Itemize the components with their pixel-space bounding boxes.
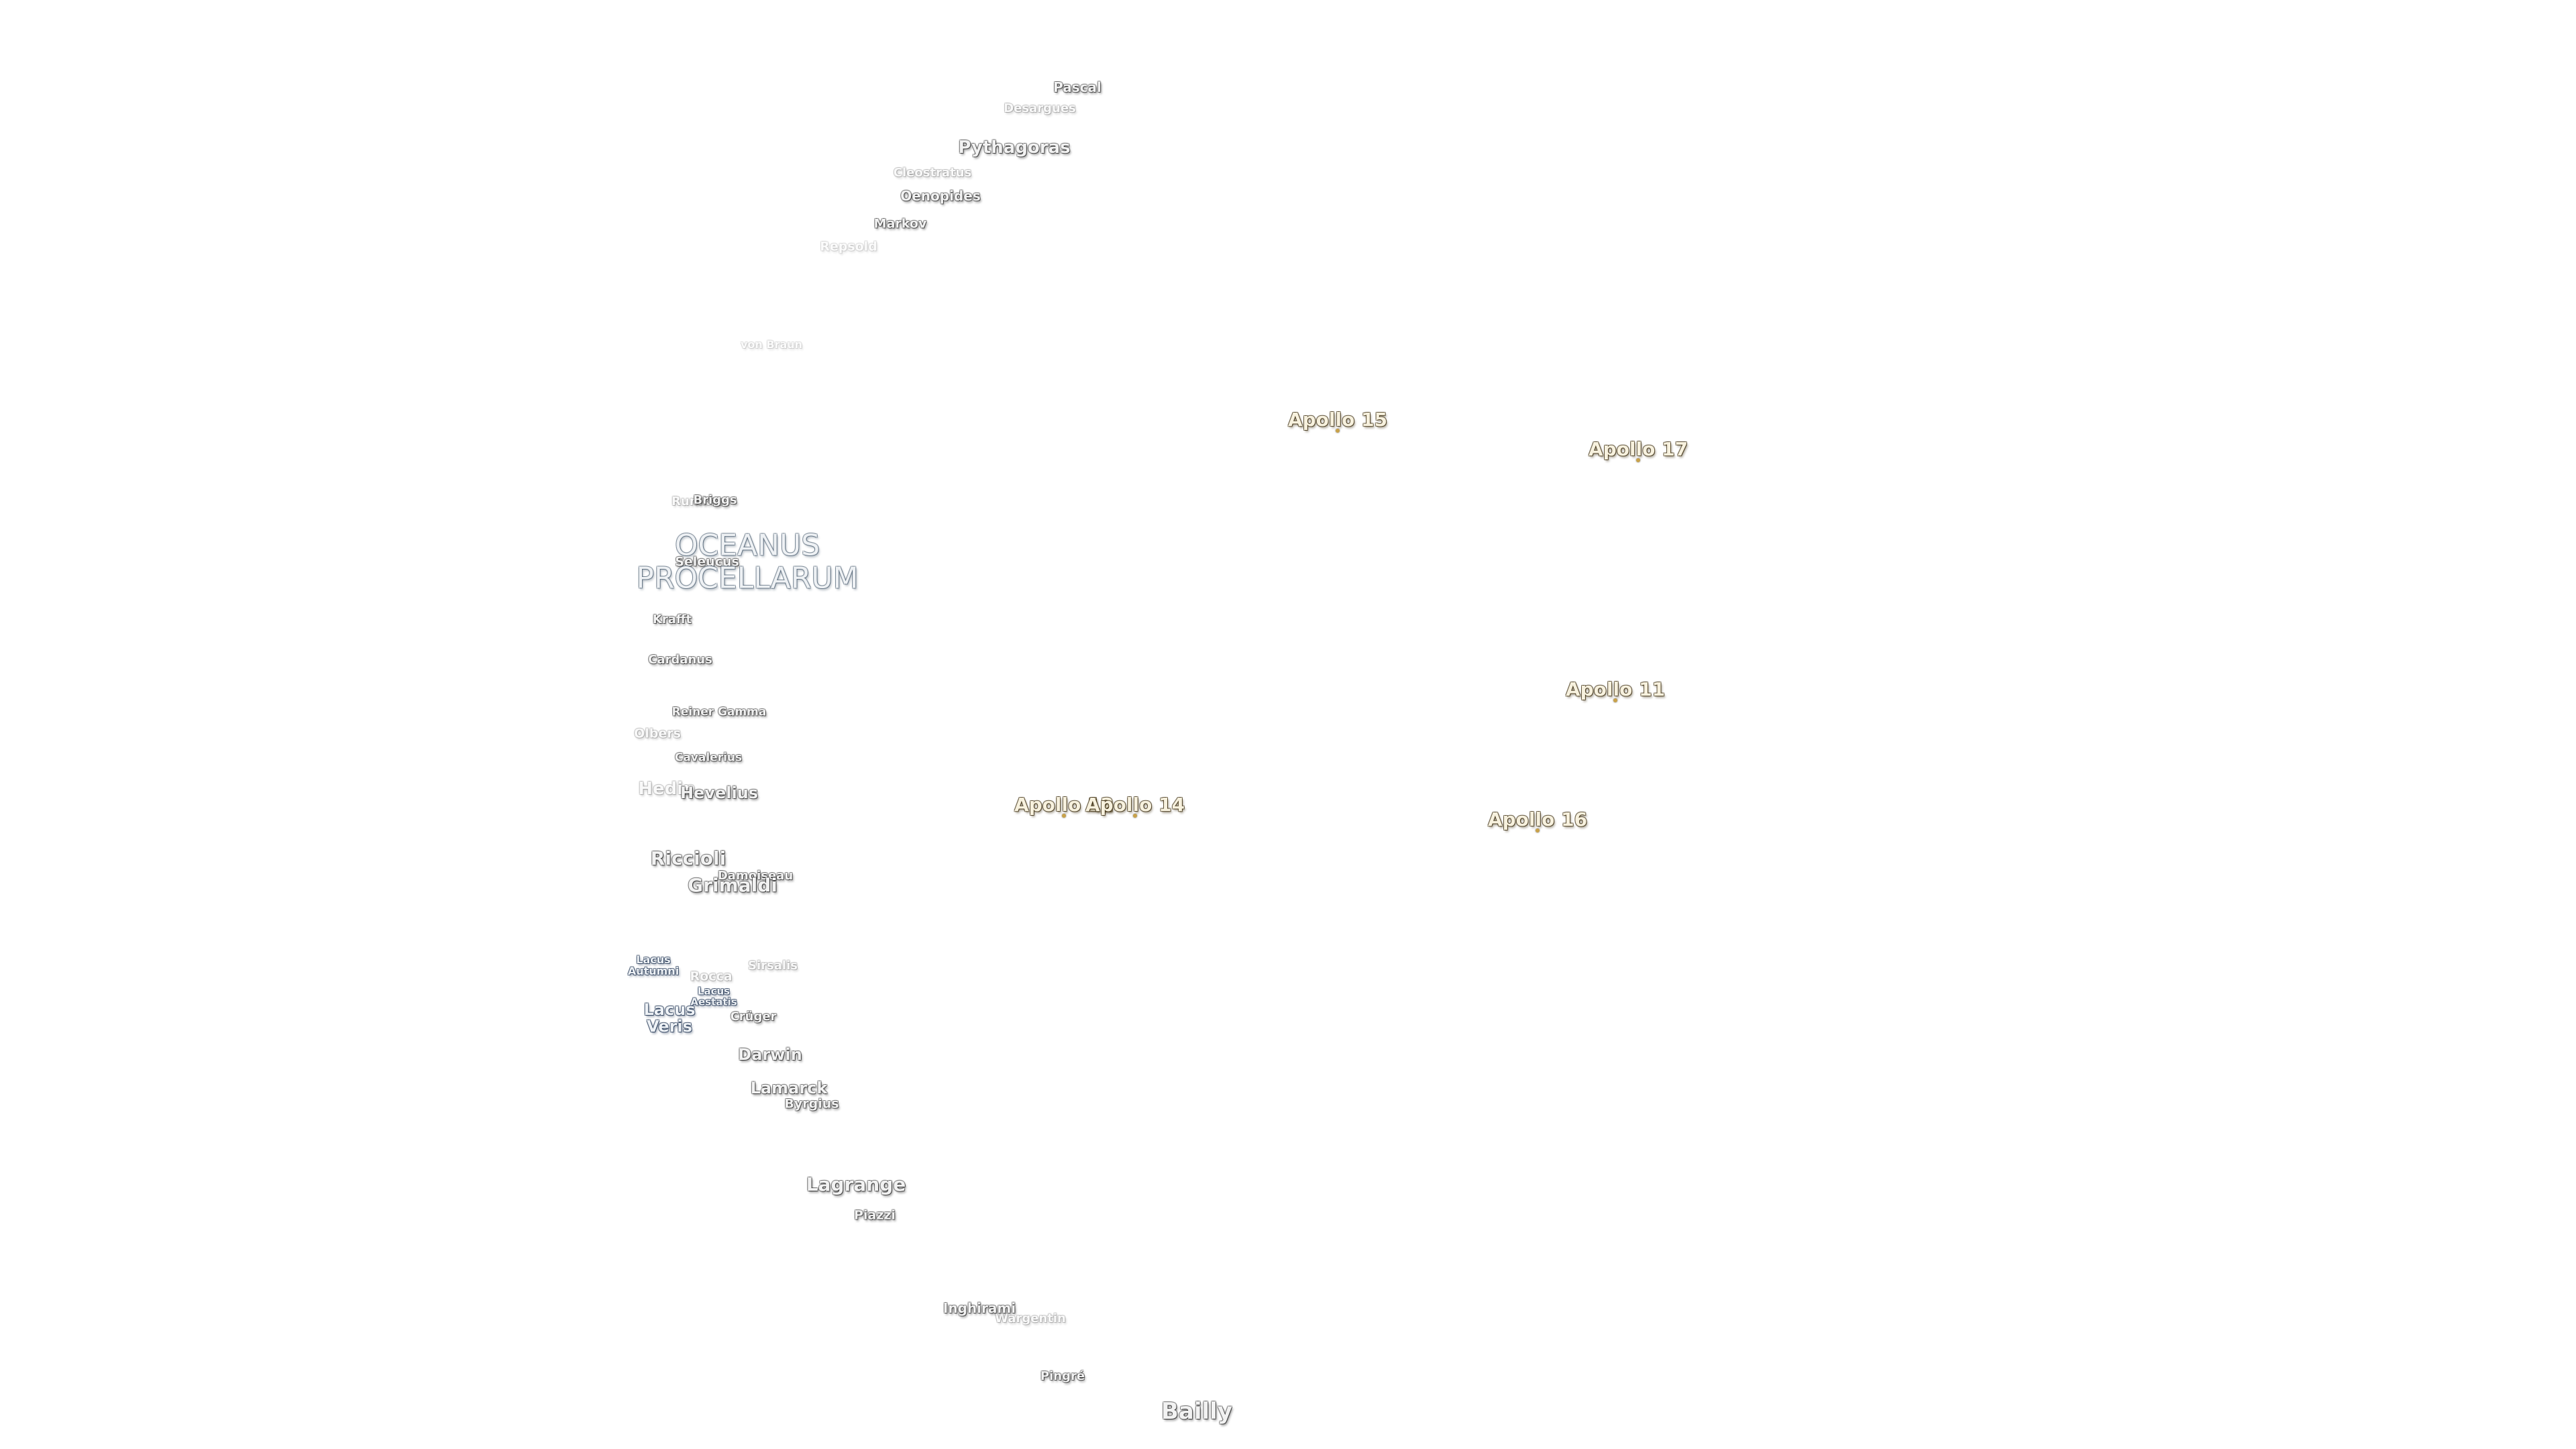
- crater-label-pythagoras: Pythagoras: [958, 138, 1071, 158]
- crater-label-cleostratus: Cleostratus: [893, 166, 972, 180]
- crater-label-oenopides: Oenopides: [900, 188, 981, 204]
- crater-label-pingre: Pingré: [1040, 1369, 1085, 1383]
- crater-label-lamarck: Lamarck: [750, 1079, 828, 1097]
- landing-site-marker[interactable]: [1536, 828, 1540, 833]
- crater-label-sirsalis: Sirsalis: [748, 959, 798, 973]
- crater-label-briggs: Briggs: [693, 493, 737, 507]
- crater-label-seleucus: Seleucus: [675, 554, 739, 570]
- crater-label-rocca: Rocca: [690, 969, 733, 984]
- crater-label-krafft: Krafft: [652, 612, 692, 627]
- lacus-label-line: Veris: [647, 1017, 692, 1036]
- landing-site-marker[interactable]: [1133, 814, 1137, 818]
- crater-label-cruger: Crüger: [730, 1010, 777, 1024]
- landing-site-label-apollo-17[interactable]: Apollo 17: [1588, 438, 1688, 460]
- crater-label-desargues: Desargues: [1004, 101, 1076, 115]
- lacus-label-line: Aestatis: [690, 996, 737, 1008]
- crater-label-bailly: Bailly: [1161, 1398, 1232, 1425]
- landing-site-marker[interactable]: [1613, 698, 1617, 702]
- landing-site-marker[interactable]: [1636, 458, 1640, 462]
- landing-site-label-apollo-12[interactable]: Apollo 12: [1014, 794, 1114, 816]
- landing-site-label-apollo-14[interactable]: Apollo 14: [1085, 794, 1185, 816]
- crater-label-piazzi: Piazzi: [854, 1208, 896, 1223]
- mare-label-line: PROCELLARUM: [636, 561, 859, 596]
- lacus-label-line: Lacus: [643, 1000, 696, 1019]
- landing-site-label-apollo-15[interactable]: Apollo 15: [1287, 409, 1388, 431]
- crater-label-hevelius: Hevelius: [680, 784, 759, 802]
- crater-label-damoiseau: Damoiseau: [717, 869, 794, 883]
- landing-site-marker[interactable]: [1062, 814, 1066, 818]
- crater-label-repsold: Repsold: [820, 239, 877, 254]
- crater-label-pascal: Pascal: [1053, 79, 1102, 95]
- crater-label-darwin: Darwin: [738, 1045, 802, 1064]
- crater-label-rumker: Rumker: [671, 494, 724, 508]
- crater-label-hedin: Hedin: [638, 779, 696, 799]
- crater-label-lagrange: Lagrange: [806, 1173, 906, 1195]
- landing-site-label-apollo-11[interactable]: Apollo 11: [1565, 678, 1666, 700]
- crater-label-markov: Markov: [873, 216, 927, 231]
- landing-site-label-apollo-16[interactable]: Apollo 16: [1487, 808, 1588, 830]
- lacus-label-line: Autumni: [627, 965, 680, 977]
- crater-label-cavalerius: Cavalerius: [674, 751, 743, 765]
- crater-label-cardanus: Cardanus: [648, 653, 712, 667]
- crater-label-inghirami: Inghirami: [943, 1300, 1016, 1316]
- crater-label-olbers: Olbers: [634, 726, 681, 741]
- lacus-label-line: Lacus: [697, 985, 731, 998]
- crater-label-byrgius: Byrgius: [784, 1096, 839, 1112]
- crater-label-reiner-gamma: Reiner Gamma: [672, 705, 767, 719]
- crater-label-wargentin: Wargentin: [995, 1311, 1066, 1326]
- crater-label-riccioli: Riccioli: [650, 847, 727, 869]
- landing-site-marker[interactable]: [1336, 429, 1340, 433]
- mare-label-line: OCEANUS: [674, 528, 820, 563]
- crater-label-von-braun: von Braun: [740, 338, 803, 351]
- lacus-label-line: Lacus: [636, 953, 671, 967]
- crater-label-grimaldi: Grimaldi: [688, 874, 777, 896]
